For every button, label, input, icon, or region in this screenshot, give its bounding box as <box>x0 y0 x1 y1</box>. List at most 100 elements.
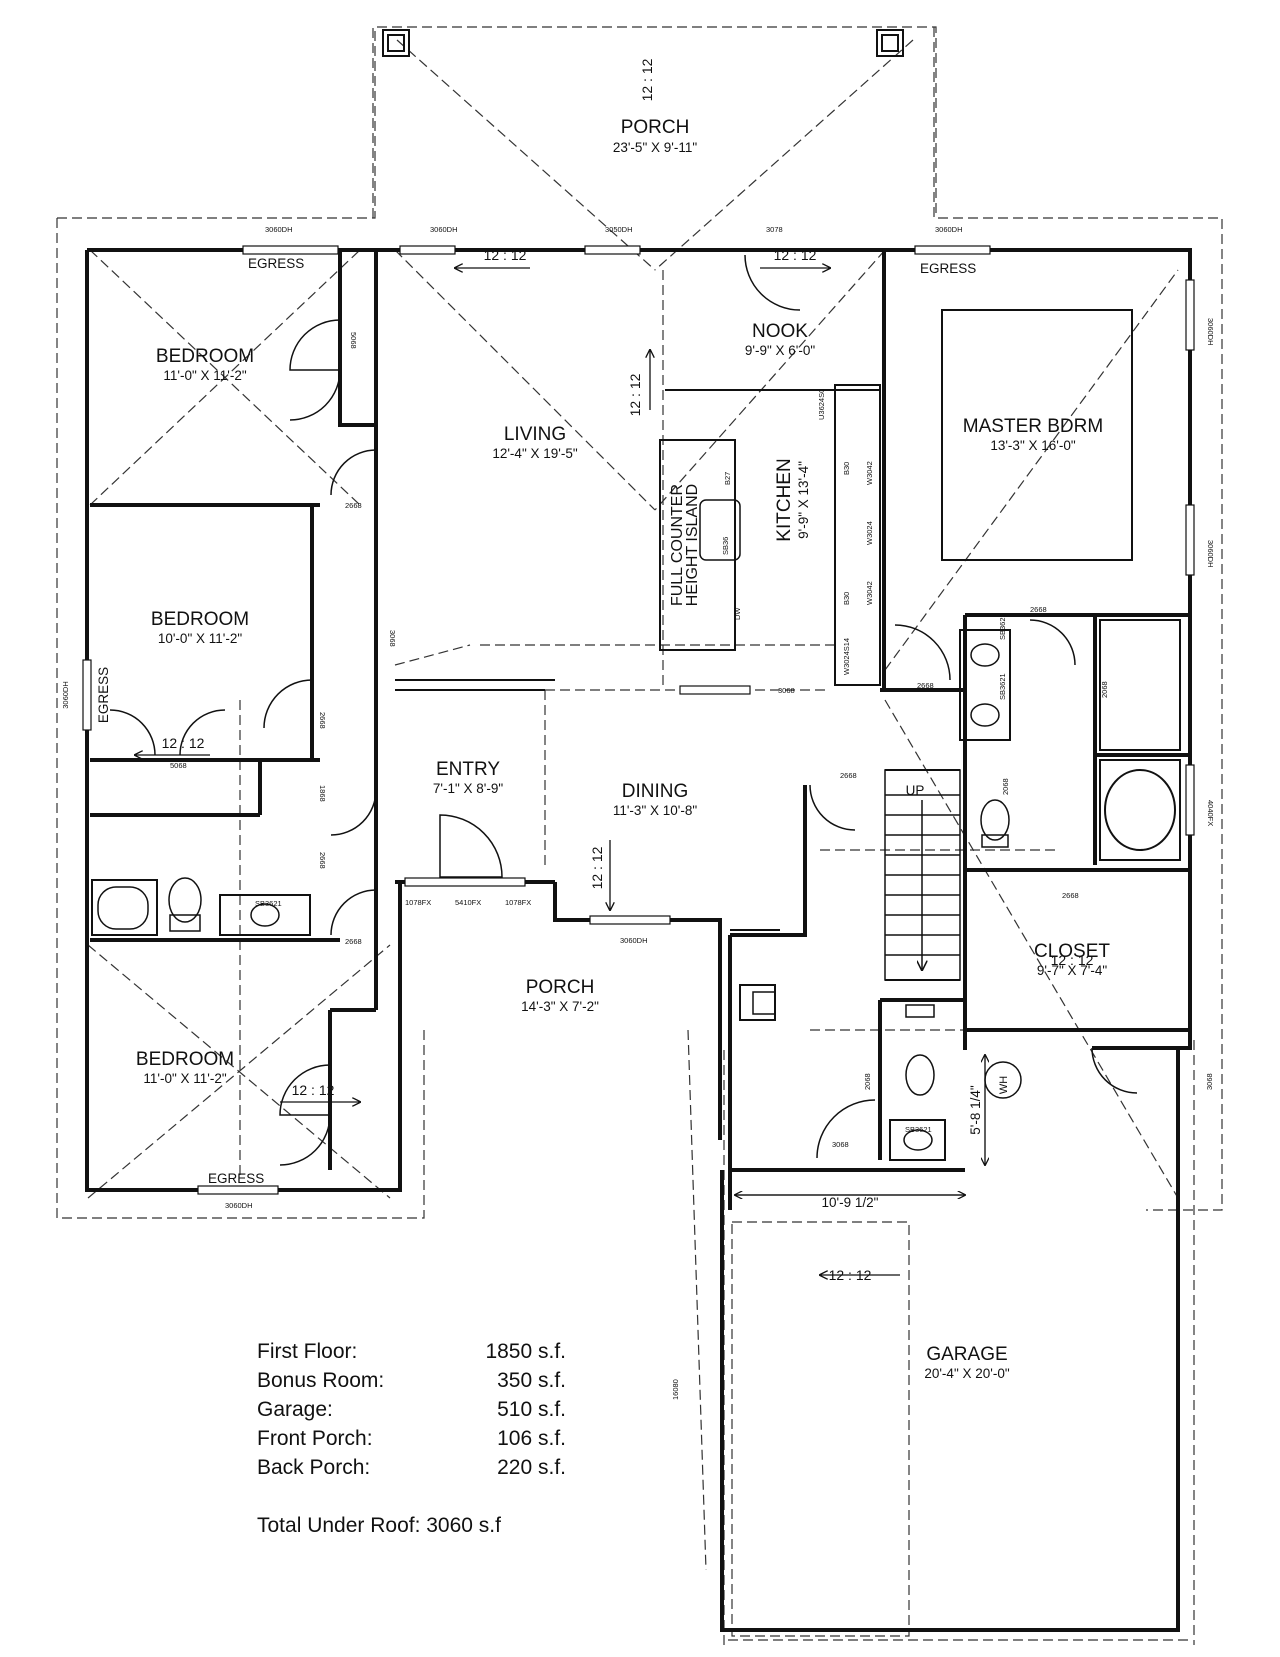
code-cab-2: B27 <box>723 472 732 485</box>
room-porch-front: PORCH <box>526 977 595 998</box>
code-w10: 3060DH <box>620 936 648 945</box>
summary-label-0: First Floor: <box>257 1340 357 1363</box>
code-d18: 3068 <box>832 1140 849 1149</box>
summary-value-3: 106 s.f. <box>497 1427 566 1450</box>
code-sink-1: SB3621 <box>255 899 282 908</box>
code-d1: 3078 <box>766 225 783 234</box>
code-w2: 3060DH <box>430 225 458 234</box>
code-garage-door: 16080 <box>671 1379 680 1400</box>
code-w13: 1078FX <box>505 898 531 907</box>
room-garage: GARAGE <box>926 1344 1007 1365</box>
room-bedroom-3: BEDROOM <box>136 1049 234 1070</box>
code-d16: 2668 <box>1062 891 1079 900</box>
room-kitchen: KITCHEN <box>774 458 795 541</box>
room-bedroom-1-dim: 11'-0" X 11'-2" <box>163 368 246 383</box>
island-label-1: FULL COUNTER <box>669 484 686 606</box>
code-cab-4: W3042 <box>865 461 874 485</box>
room-entry-dim: 7'-1" X 8'-9" <box>433 781 503 796</box>
egress-label-1: EGRESS <box>248 256 304 271</box>
code-w1: 3060DH <box>265 225 293 234</box>
code-d2: 2668 <box>345 501 362 510</box>
code-d11: 2668 <box>840 771 857 780</box>
code-d13: 2668 <box>1030 605 1047 614</box>
room-living-dim: 12'-4" X 19'-5" <box>492 446 577 461</box>
room-nook-dim: 9'-9" X 6'-0" <box>745 343 815 358</box>
code-w6: 3060DH <box>1206 540 1215 568</box>
egress-label-3: EGRESS <box>96 667 111 723</box>
code-cab-7: W3024S14 <box>842 638 851 675</box>
summary-value-0: 1850 s.f. <box>485 1340 566 1363</box>
room-entry: ENTRY <box>436 759 500 780</box>
door-swings <box>109 254 1138 1166</box>
dimension-lines <box>735 1055 985 1195</box>
egress-label-4: EGRESS <box>208 1171 264 1186</box>
room-porch-front-dim: 14'-3" X 7'-2" <box>521 999 599 1014</box>
island-label-2: HEIGHT ISLAND <box>684 484 701 606</box>
room-closet-dim: 9'-7" X 7'-4" <box>1037 963 1107 978</box>
room-living: LIVING <box>504 424 566 445</box>
code-sink-2: SB3621 <box>905 1125 932 1134</box>
porch-posts <box>382 29 904 57</box>
room-porch-back: PORCH <box>621 117 690 138</box>
code-d14: 2068 <box>1100 681 1109 698</box>
room-closet: CLOSET <box>1034 941 1110 962</box>
pitch-arrows <box>135 268 900 1275</box>
dim-hall: 10'-9 1/2" <box>822 1195 879 1210</box>
code-master-sink-1: SB3621 <box>998 673 1007 700</box>
stair-up-label: UP <box>906 783 925 798</box>
misc-labels: EGRESS EGRESS EGRESS EGRESS UP WH 10'-9 … <box>96 256 1010 1210</box>
walls <box>85 248 1192 1632</box>
pitch-nook: 12 : 12 <box>774 247 817 263</box>
stairs <box>884 769 961 981</box>
room-bedroom-1: BEDROOM <box>156 346 254 367</box>
code-d10: 3068 <box>778 686 795 695</box>
code-cab-8: B30 <box>842 592 851 605</box>
summary-label-3: Front Porch: <box>257 1427 373 1450</box>
code-d17: 2068 <box>863 1073 872 1090</box>
room-master-bdrm-dim: 13'-3" X 16'-0" <box>990 438 1075 453</box>
summary-value-4: 220 s.f. <box>497 1456 566 1479</box>
code-cab-1: U3624S0 <box>817 389 826 420</box>
room-dining: DINING <box>622 781 689 802</box>
code-w3: 3050DH <box>605 225 633 234</box>
code-sink-kitchen: SB36 <box>721 537 730 555</box>
roof-outline <box>56 26 1223 1645</box>
room-nook: NOOK <box>752 321 808 342</box>
pitch-labels: 12 : 12 12 : 12 12 : 12 12 : 12 12 : 12 … <box>162 58 1094 1283</box>
pitch-garage: 12 : 12 <box>829 1267 872 1283</box>
opening-codes: 3060DH 3060DH 3050DH 3078 3060DH 3060DH … <box>61 225 1215 1400</box>
room-kitchen-dim: 9'-9" X 13'-4" <box>796 461 811 539</box>
dim-bath: 5'-8 1/4" <box>968 1085 983 1135</box>
room-porch-back-dim: 23'-5" X 9'-11" <box>613 140 697 155</box>
pitch-porch-back: 12 : 12 <box>639 58 655 101</box>
code-d5: 2668 <box>318 712 327 729</box>
room-master-bdrm: MASTER BDRM <box>963 416 1103 437</box>
code-d4: 3068 <box>388 630 397 647</box>
room-garage-dim: 20'-4" X 20'-0" <box>924 1366 1009 1381</box>
code-w8: 3060DH <box>61 681 70 709</box>
summary-label-1: Bonus Room: <box>257 1369 384 1392</box>
code-w4: 3060DH <box>935 225 963 234</box>
room-bedroom-2: BEDROOM <box>151 609 249 630</box>
pitch-living: 12 : 12 <box>484 247 527 263</box>
summary-value-2: 510 s.f. <box>497 1398 566 1421</box>
code-w7: 4040FX <box>1206 800 1215 826</box>
room-bedroom-3-dim: 11'-0" X 11'-2" <box>143 1071 226 1086</box>
code-d6: 1868 <box>318 785 327 802</box>
egress-label-2: EGRESS <box>920 261 976 276</box>
code-master-sink-2: SB3621 <box>998 613 1007 640</box>
summary-total: Total Under Roof: 3060 s.f <box>257 1514 501 1537</box>
code-d15: 2068 <box>1001 778 1010 795</box>
pitch-bedroom-2: 12 : 12 <box>162 735 205 751</box>
pitch-closet: 12 : 12 <box>1051 952 1094 968</box>
code-cab-5: W3024 <box>865 521 874 545</box>
code-d8: 2668 <box>345 937 362 946</box>
code-w9: 3060DH <box>225 1201 253 1210</box>
summary-label-2: Garage: <box>257 1398 333 1421</box>
room-bedroom-2-dim: 10'-0" X 11'-2" <box>158 631 242 646</box>
pitch-dining: 12 : 12 <box>589 846 605 889</box>
code-d3: 5068 <box>349 332 358 349</box>
code-d12: 2668 <box>917 681 934 690</box>
windows <box>82 245 1195 1195</box>
